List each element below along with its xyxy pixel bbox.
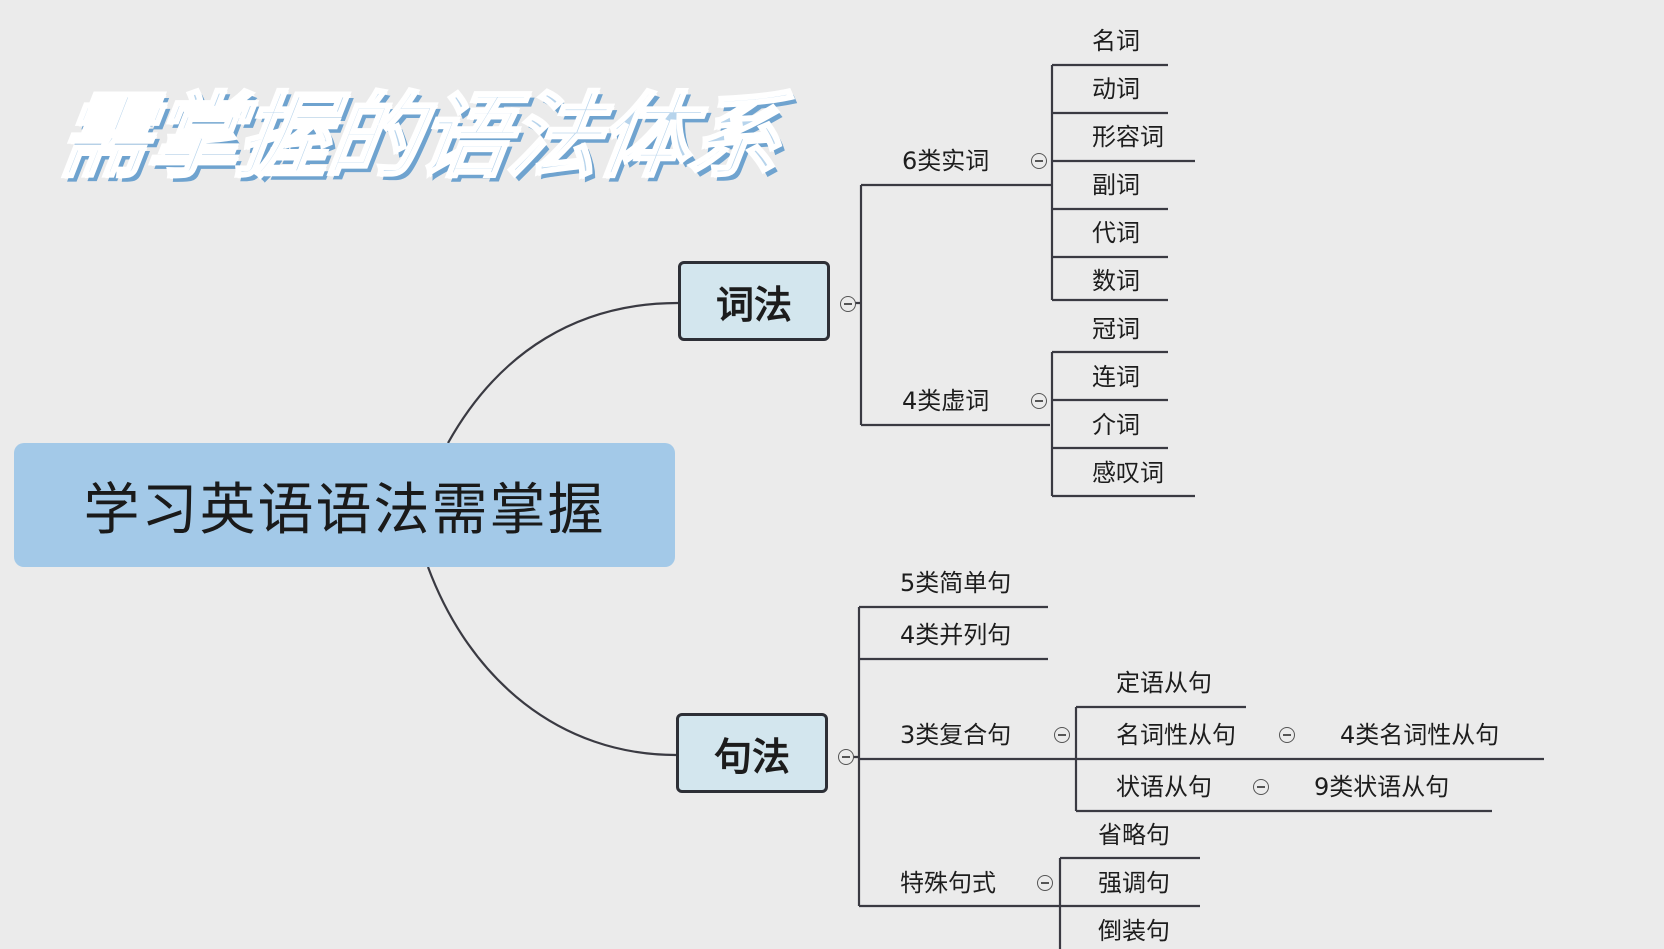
leaf-node-nominal[interactable]: 名词性从句: [1116, 721, 1236, 749]
group-node-compound[interactable]: 4类并列句: [900, 621, 1012, 649]
leaf-node-attributive[interactable]: 定语从句: [1116, 669, 1212, 697]
leaf-node[interactable]: 形容词: [1092, 123, 1164, 151]
leaf-node-nominal-detail[interactable]: 4类名词性从句: [1340, 721, 1500, 749]
connector-xuci-leaves: [1050, 350, 1195, 498]
group-node-xuci[interactable]: 4类虚词: [902, 387, 990, 415]
page-title: 需掌握的语法体系: [50, 82, 788, 192]
leaf-node[interactable]: 代词: [1092, 219, 1140, 247]
group-node-special[interactable]: 特殊句式: [900, 869, 996, 897]
collapse-toggle-icon[interactable]: [1279, 727, 1295, 743]
leaf-node[interactable]: 数词: [1092, 267, 1140, 295]
leaf-node[interactable]: 名词: [1092, 27, 1140, 55]
leaf-node[interactable]: 倒装句: [1098, 917, 1170, 945]
leaf-node-adverbial-detail[interactable]: 9类状语从句: [1314, 773, 1450, 801]
connector-root-jufa: [426, 566, 677, 757]
collapse-toggle-icon[interactable]: [1031, 153, 1047, 169]
leaf-node[interactable]: 动词: [1092, 75, 1140, 103]
collapse-toggle-icon[interactable]: [1037, 875, 1053, 891]
leaf-node[interactable]: 连词: [1092, 363, 1140, 391]
connector-teshu-children: [1058, 856, 1200, 949]
leaf-node[interactable]: 副词: [1092, 171, 1140, 199]
leaf-node[interactable]: 感叹词: [1092, 459, 1164, 487]
root-node[interactable]: 学习英语语法需掌握: [14, 443, 675, 567]
branch-node-jufa[interactable]: 句法: [676, 713, 828, 793]
connector-fuhe-children: [1074, 705, 1544, 813]
leaf-node-adverbial[interactable]: 状语从句: [1116, 773, 1212, 801]
group-node-complex[interactable]: 3类复合句: [900, 721, 1012, 749]
leaf-node[interactable]: 冠词: [1092, 315, 1140, 343]
connector-root-cifa: [447, 301, 679, 444]
connector-jufa-trunk: [843, 605, 1076, 908]
branch-node-cifa[interactable]: 词法: [678, 261, 830, 341]
collapse-toggle-icon[interactable]: [1054, 727, 1070, 743]
collapse-toggle-icon[interactable]: [1253, 779, 1269, 795]
leaf-node[interactable]: 介词: [1092, 411, 1140, 439]
connector-shici-leaves: [1050, 63, 1195, 302]
collapse-toggle-icon[interactable]: [1031, 393, 1047, 409]
collapse-toggle-icon[interactable]: [840, 296, 856, 312]
group-node-shici[interactable]: 6类实词: [902, 147, 990, 175]
leaf-node[interactable]: 强调句: [1098, 869, 1170, 897]
group-node-simple[interactable]: 5类简单句: [900, 569, 1012, 597]
collapse-toggle-icon[interactable]: [838, 749, 854, 765]
leaf-node[interactable]: 省略句: [1098, 821, 1170, 849]
